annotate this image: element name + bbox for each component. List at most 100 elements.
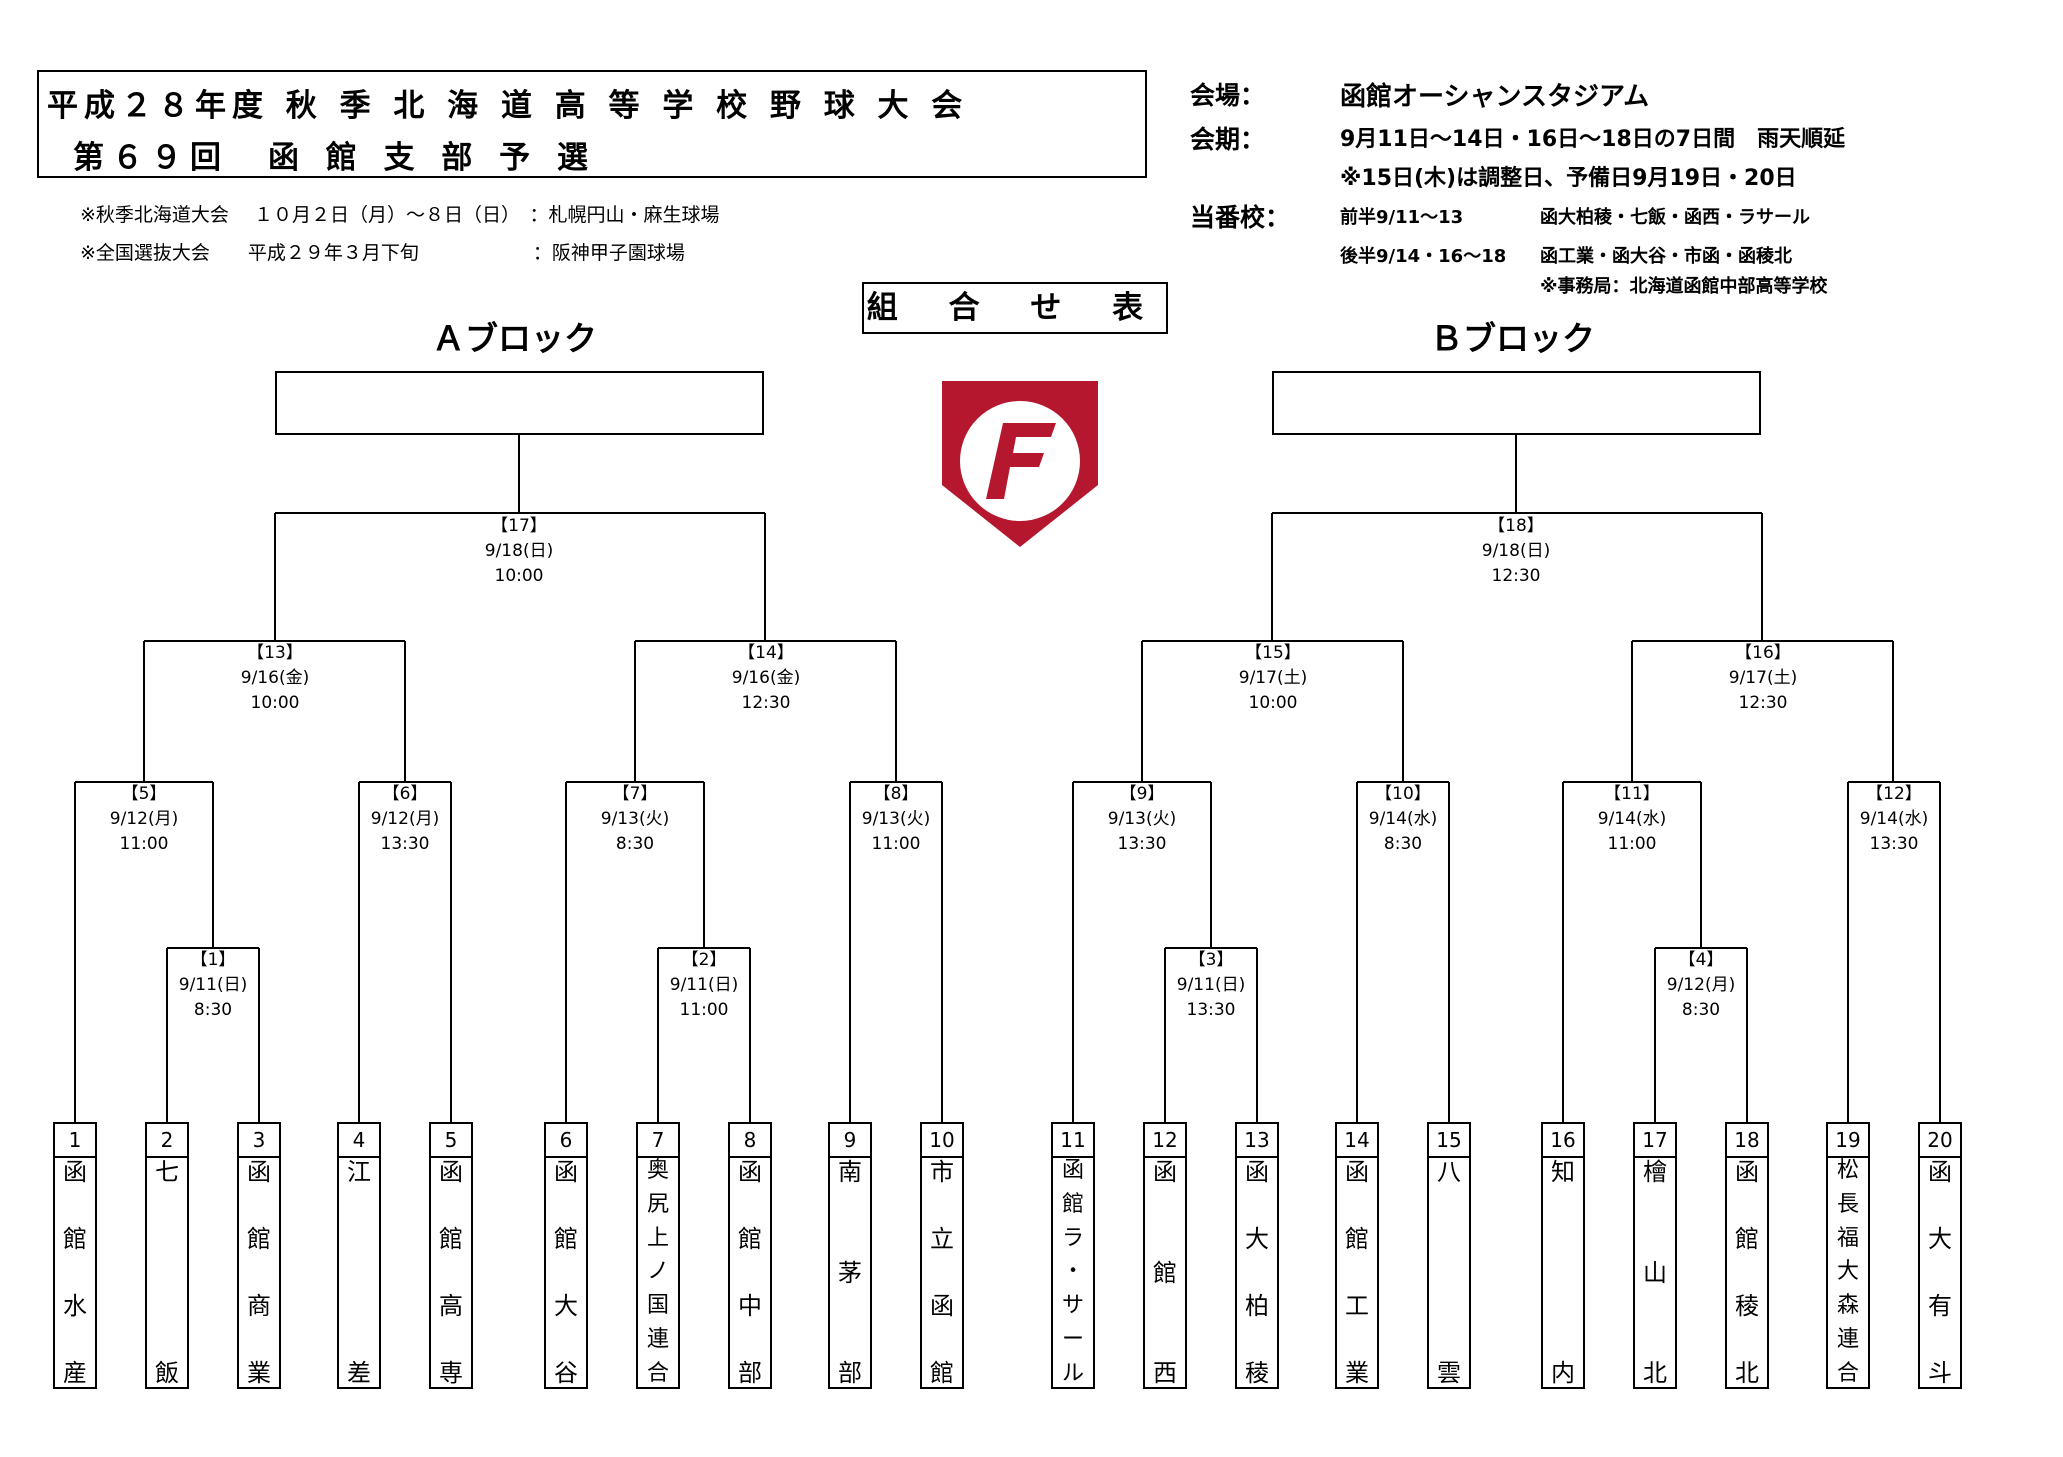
match-no: 【1】: [190, 950, 236, 970]
block-a-title: Ａブロック: [432, 319, 597, 358]
team-name-char: 産: [63, 1359, 87, 1387]
team-name-char: 函: [247, 1158, 271, 1186]
match-no: 【4】: [1678, 950, 1724, 970]
match-date: 9/17(土): [1238, 668, 1308, 688]
team-number: 2: [147, 1124, 187, 1158]
match-time: 8:30: [193, 1000, 233, 1020]
team-number: 13: [1237, 1124, 1277, 1158]
duty1-period: 前半9/11～13: [1340, 207, 1464, 228]
team-number: 12: [1145, 1124, 1185, 1158]
team-name-char: 高: [439, 1292, 463, 1320]
team-name-char: 斗: [1928, 1359, 1952, 1387]
match-18-label: 【18】 9/18(日) 12:30: [1461, 514, 1571, 589]
team-name-char: 差: [347, 1359, 371, 1387]
team-name: 函大有斗: [1920, 1158, 1960, 1387]
team-name: 函館大谷: [546, 1158, 586, 1387]
team-name-char: 福: [1836, 1225, 1859, 1251]
team-number: 19: [1828, 1124, 1868, 1158]
team-number: 1: [55, 1124, 95, 1158]
team-name: 函館水産: [55, 1158, 95, 1387]
team-name: 函館中部: [730, 1158, 770, 1387]
team-name: 函館ラ・サール: [1053, 1158, 1093, 1387]
team-name-char: 尻: [646, 1191, 669, 1217]
association-logo: [942, 381, 1098, 547]
team-number: 5: [431, 1124, 471, 1158]
venue-value: 函館オーシャンスタジアム: [1340, 82, 1650, 112]
match-date: 9/13(火): [1107, 809, 1177, 829]
team-name: 松長福大森連合: [1828, 1158, 1868, 1387]
team-name-char: 部: [838, 1359, 862, 1387]
team-name-char: 函: [1735, 1158, 1759, 1186]
team-name-char: 谷: [554, 1359, 578, 1387]
match-no: 【3】: [1188, 950, 1234, 970]
match-time: 13:30: [1186, 1000, 1236, 1020]
team-name: 南茅部: [830, 1158, 870, 1387]
team-name-char: 大: [1928, 1225, 1952, 1253]
tournament-title: 平成２８年度 秋 季 北 海 道 高 等 学 校 野 球 大 会: [47, 88, 969, 124]
team-name-char: ・: [1061, 1259, 1084, 1285]
match-date: 9/12(月): [109, 809, 179, 829]
match-time: 11:00: [1607, 834, 1657, 854]
team-number: 3: [239, 1124, 279, 1158]
match-no: 【14】: [738, 643, 794, 663]
match-date: 9/16(金): [731, 668, 801, 688]
team-name-char: 松: [1836, 1158, 1859, 1183]
team-name-char: サ: [1061, 1293, 1084, 1319]
team-name-char: ラ: [1061, 1225, 1084, 1251]
team-name-char: 館: [439, 1225, 463, 1253]
match-14-label: 【14】 9/16(金) 12:30: [710, 641, 822, 716]
match-time: 10:00: [494, 566, 544, 586]
team-name-char: 大: [1836, 1259, 1859, 1285]
team-name-char: 館: [1153, 1258, 1177, 1287]
team-name-char: 稜: [1735, 1292, 1759, 1320]
team-name-char: 函: [930, 1292, 954, 1320]
match-17-label: 【17】 9/18(日) 10:00: [464, 514, 574, 589]
match-time: 13:30: [1869, 834, 1919, 854]
match-date: 9/14(水): [1597, 809, 1667, 829]
team-name: 函大柏稜: [1237, 1158, 1277, 1387]
match-no: 【13】: [247, 643, 303, 663]
match-12-label: 【12】 9/14(水) 13:30: [1839, 782, 1949, 857]
match-time: 10:00: [250, 693, 300, 713]
team-name-char: 連: [1836, 1327, 1859, 1353]
match-date: 9/13(火): [600, 809, 670, 829]
team-name-char: 函: [554, 1158, 578, 1186]
team-name-char: 連: [646, 1327, 669, 1353]
team-name-char: 専: [439, 1359, 463, 1387]
team-name-char: 部: [738, 1359, 762, 1387]
team-name-char: 内: [1551, 1359, 1575, 1387]
team-name-char: 館: [1735, 1225, 1759, 1253]
team-name-char: 柏: [1245, 1292, 1269, 1320]
team-name-char: 知: [1551, 1158, 1575, 1186]
team-name-char: 市: [930, 1158, 954, 1186]
team-name-char: 国: [646, 1293, 669, 1319]
team-name-char: 山: [1643, 1258, 1667, 1287]
team-name-char: 檜: [1643, 1158, 1667, 1186]
team-number: 10: [922, 1124, 962, 1158]
team-name-char: 長: [1836, 1191, 1859, 1217]
team-name-char: 工: [1345, 1292, 1369, 1320]
match-time: 11:00: [679, 1000, 729, 1020]
match-11-label: 【11】 9/14(水) 11:00: [1577, 782, 1687, 857]
match-no: 【12】: [1866, 784, 1922, 804]
team-name-char: 大: [1245, 1225, 1269, 1253]
team-name-char: 函: [63, 1158, 87, 1186]
match-no: 【18】: [1488, 516, 1544, 536]
tournament-subtitle: 第６９回 函 館 支 部 予 選: [73, 140, 596, 176]
duty2-period: 後半9/14・16～18: [1340, 246, 1507, 267]
match-date: 9/18(日): [1481, 541, 1551, 561]
match-no: 【9】: [1119, 784, 1165, 804]
